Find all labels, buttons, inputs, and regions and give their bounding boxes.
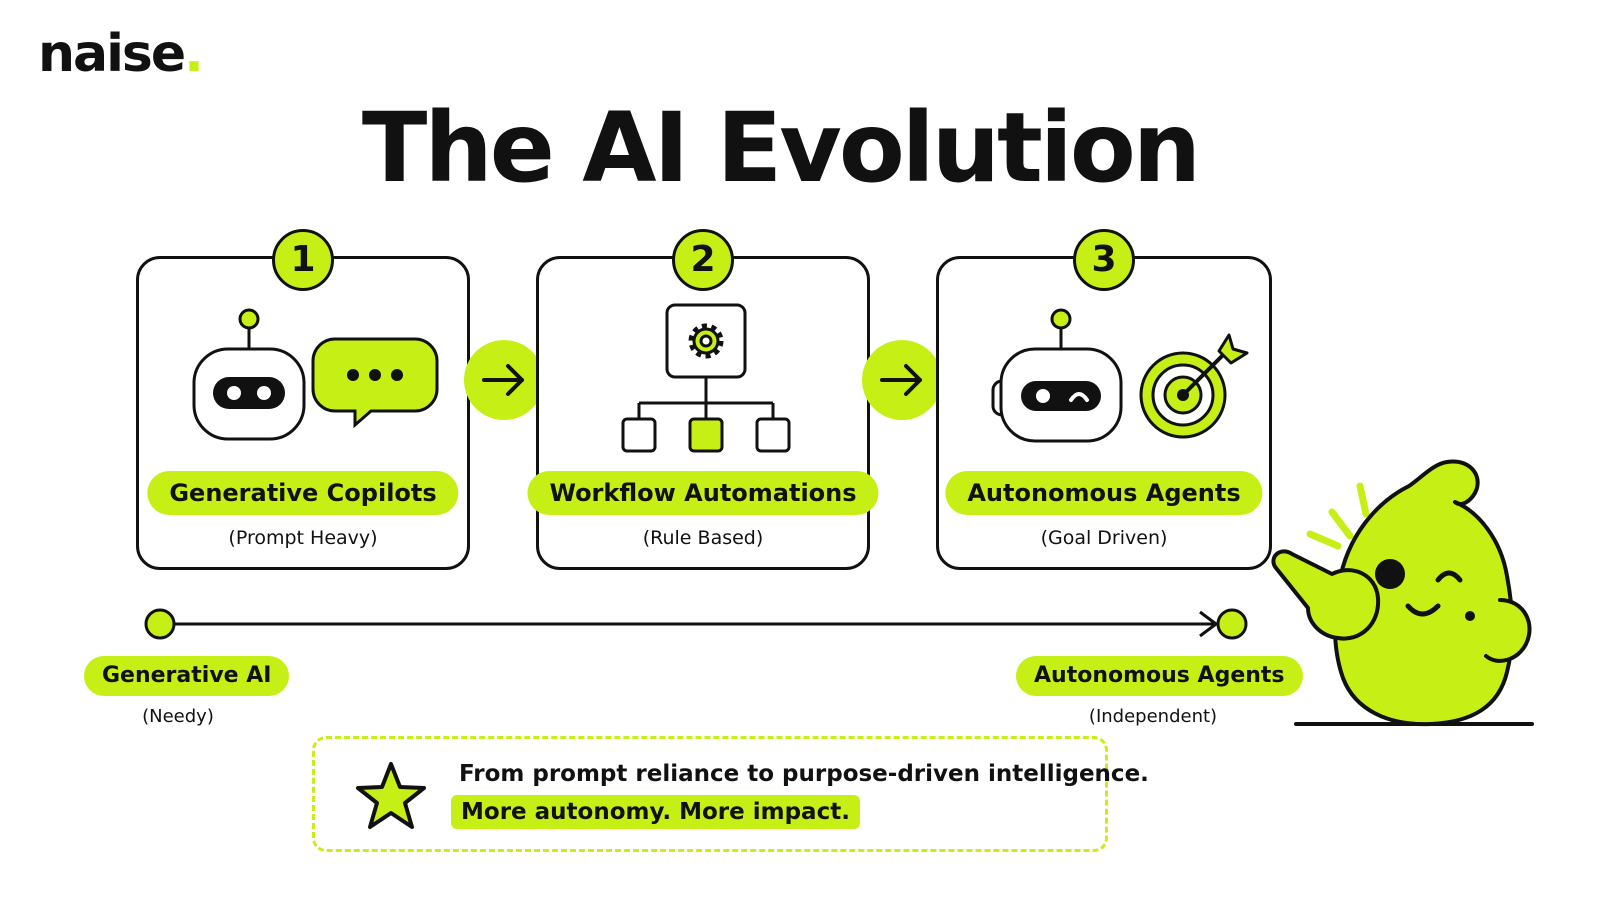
stage-arrow (464, 340, 544, 420)
chat-bubble-icon (311, 337, 439, 429)
stage-subtitle: (Rule Based) (642, 527, 764, 549)
timeline-end-dot (1216, 608, 1248, 640)
stage-label: Workflow Automations (527, 471, 879, 515)
stage-label: Generative Copilots (147, 471, 459, 515)
timeline-end-label: Autonomous Agents (1016, 656, 1303, 696)
stage-number-badge: 2 (672, 229, 734, 291)
summary-banner: From prompt reliance to purpose-driven i… (312, 736, 1149, 852)
timeline-line (144, 608, 1248, 640)
target-icon (1139, 333, 1249, 439)
brand-logo: naise. (38, 28, 204, 80)
timeline-start-dot (144, 608, 176, 640)
stage-card-3: 3 Autonomous Agents (Goal Driven) (936, 229, 1272, 570)
banner-headline: From prompt reliance to purpose-driven i… (459, 761, 1149, 787)
timeline-end-sub: (Independent) (1088, 706, 1218, 727)
stage-card-1: 1 Generative Copilots (Prompt Heavy) (136, 229, 470, 570)
timeline-start-label: Generative AI (84, 656, 290, 696)
gear-flowchart-icon (621, 303, 791, 453)
brand-name: naise (38, 24, 186, 84)
robot-icon (192, 308, 439, 441)
stage-arrow (862, 340, 942, 420)
robot-icon (991, 308, 1249, 443)
page-title: The AI Evolution (361, 92, 1201, 204)
brand-dot: . (184, 24, 204, 84)
stage-number-badge: 1 (272, 229, 334, 291)
mascot-pointing-icon (1271, 459, 1534, 727)
arrow-right-icon (880, 364, 922, 396)
stage-label: Autonomous Agents (945, 471, 1263, 515)
stage-number-badge: 3 (1073, 229, 1135, 291)
gear-icon (688, 323, 724, 359)
timeline-start-sub: (Needy) (142, 706, 214, 727)
stage-subtitle: (Prompt Heavy) (228, 527, 378, 549)
stage-card-2: 2 Workflow Automations (Rule Based) (527, 229, 879, 570)
stage-subtitle: (Goal Driven) (1040, 527, 1168, 549)
star-icon (356, 762, 426, 829)
banner-highlight: More autonomy. More impact. (451, 795, 860, 829)
arrow-right-icon (482, 364, 524, 396)
